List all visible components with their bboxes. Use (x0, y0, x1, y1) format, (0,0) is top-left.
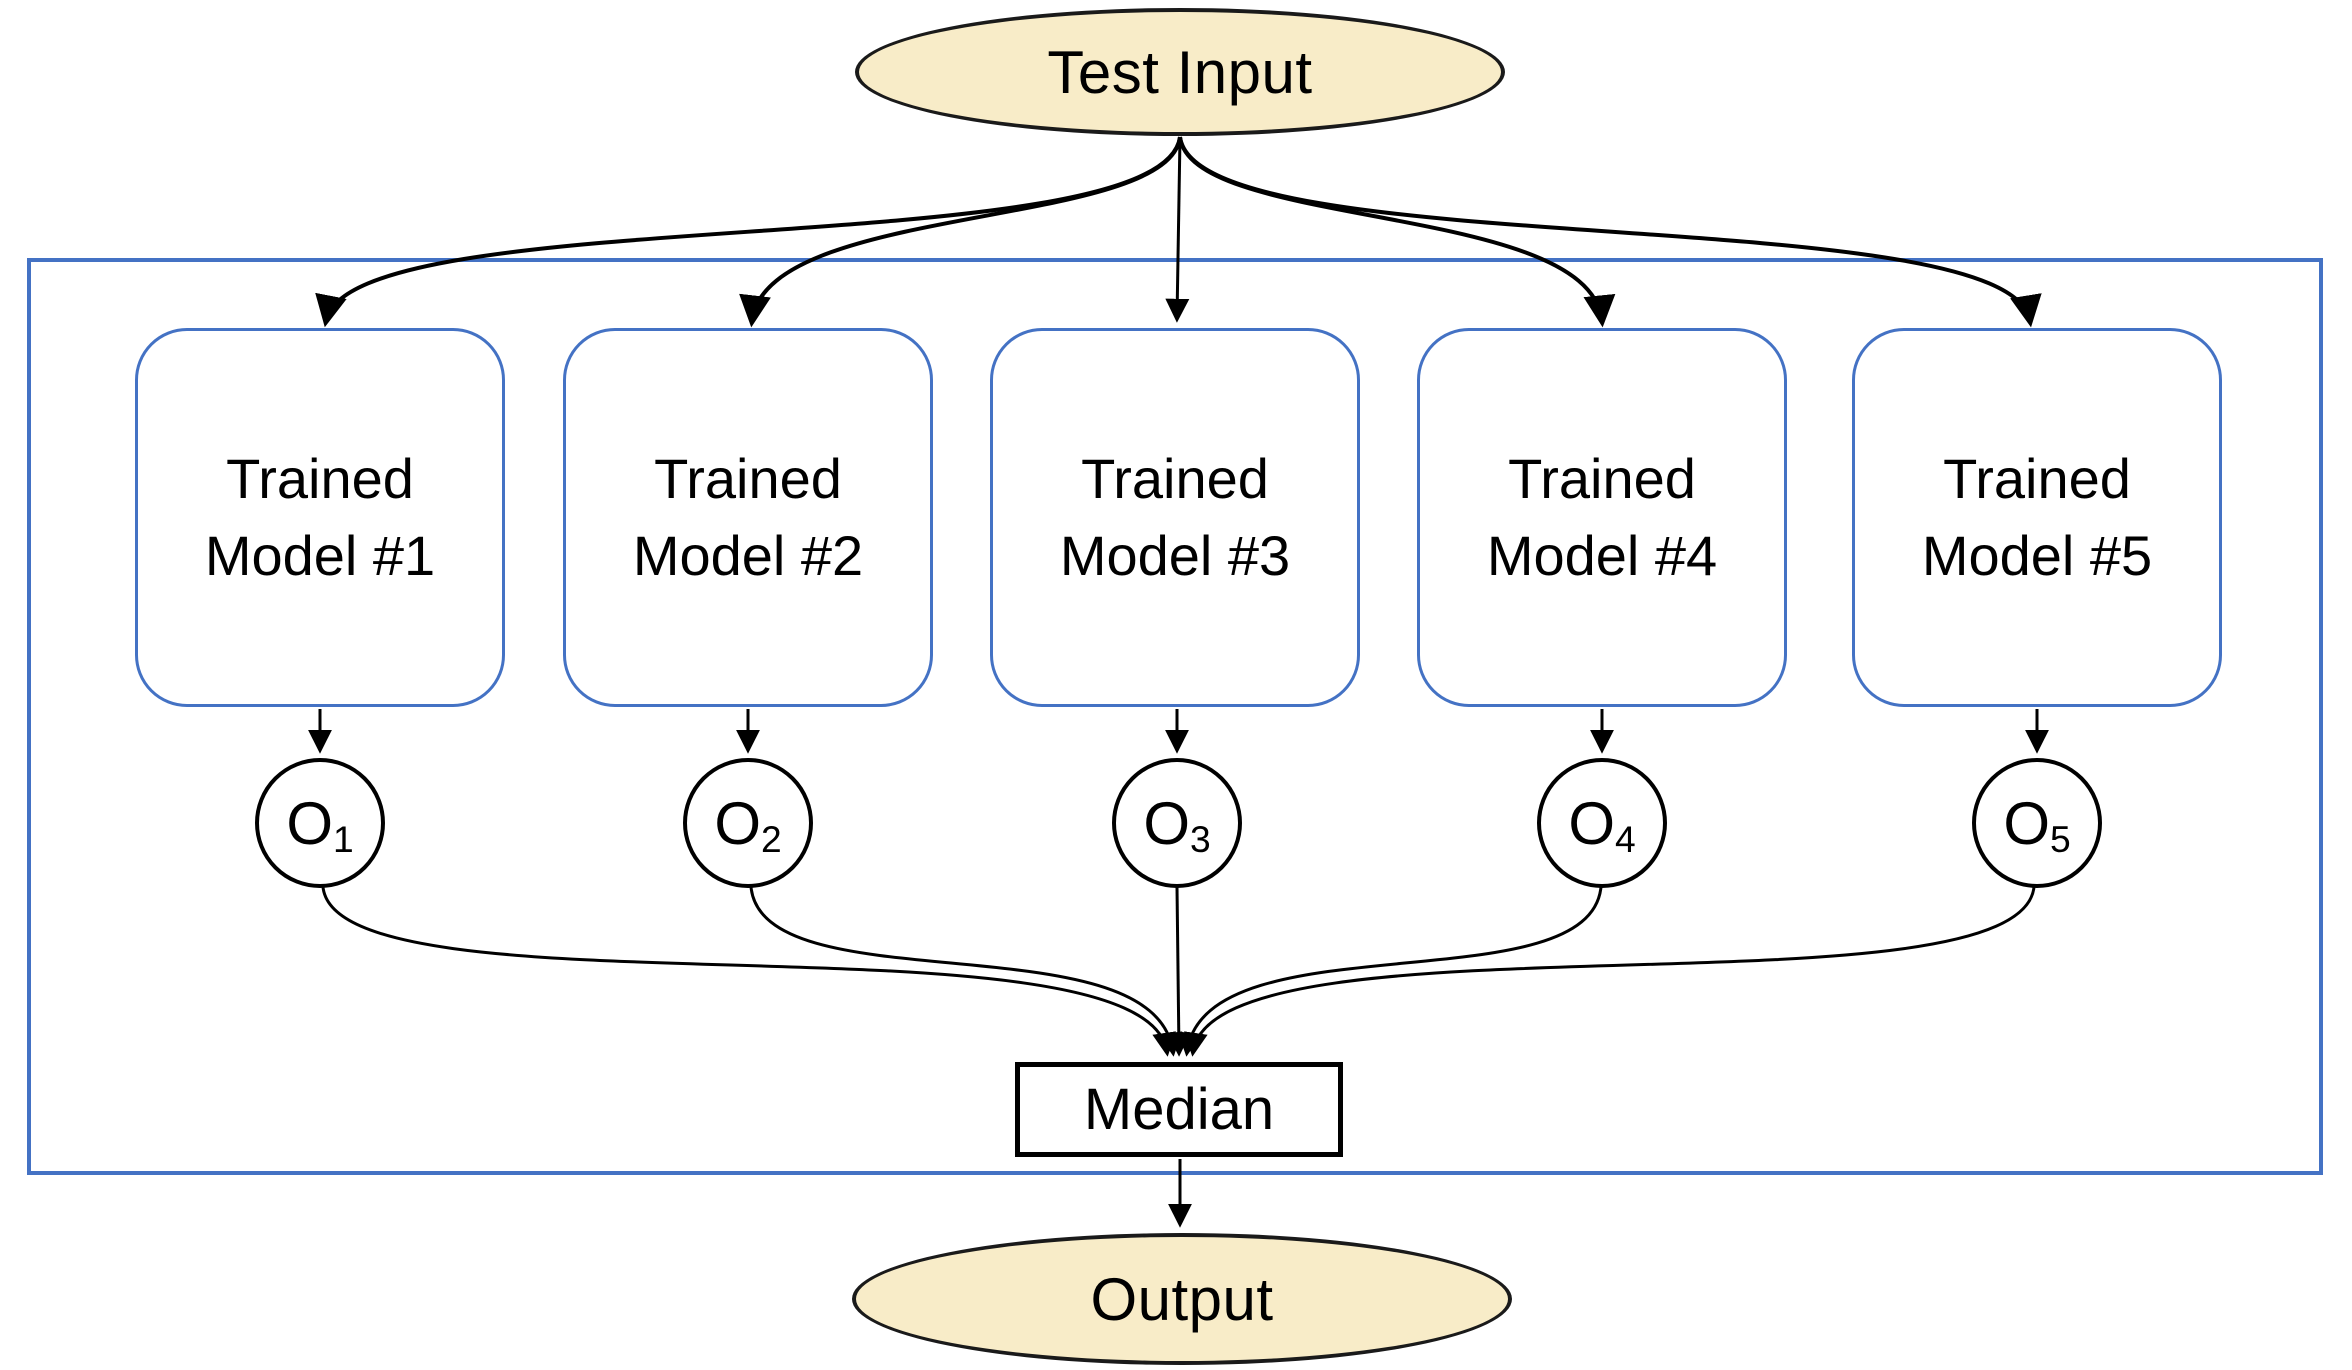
median-node: Median (1015, 1062, 1343, 1157)
output-label: Output (1090, 1265, 1274, 1333)
model-output-circle-3: O3 (1112, 758, 1242, 888)
output-circle-label-3: O3 (1143, 789, 1211, 860)
output-node: Output (852, 1233, 1512, 1365)
model-output-circle-1: O1 (255, 758, 385, 888)
model-output-circle-5: O5 (1972, 758, 2102, 888)
output-circle-label-1: O1 (286, 789, 354, 860)
output-circle-label-4: O4 (1568, 789, 1636, 860)
test-input-label: Test Input (1047, 38, 1313, 106)
output-circle-label-5: O5 (2003, 789, 2071, 860)
edge-output-1-to-median (321, 886, 1177, 1057)
model-label-3: Trained Model #3 (1059, 447, 1291, 587)
model-node-3: Trained Model #3 (990, 328, 1360, 707)
edge-test-input-to-model-5 (1178, 136, 2042, 328)
model-output-circle-2: O2 (683, 758, 813, 888)
model-node-5: Trained Model #5 (1852, 328, 2222, 707)
ensemble-container-box (27, 258, 2323, 1175)
model-node-2: Trained Model #2 (563, 328, 933, 707)
output-circle-label-2: O2 (714, 789, 782, 860)
edge-output-4-to-median (1177, 886, 1603, 1057)
model-label-4: Trained Model #4 (1486, 447, 1718, 587)
model-node-4: Trained Model #4 (1417, 328, 1787, 707)
test-input-node: Test Input (855, 8, 1505, 136)
model-output-circle-4: O4 (1537, 758, 1667, 888)
model-node-1: Trained Model #1 (135, 328, 505, 707)
edge-test-input-to-model-4 (1178, 136, 1616, 328)
edge-output-3-to-median (1166, 886, 1191, 1057)
edge-test-input-to-model-3 (1165, 136, 1190, 323)
edge-output-5-to-median (1183, 886, 2036, 1057)
edge-test-input-to-model-2 (739, 136, 1182, 328)
model-label-1: Trained Model #1 (204, 447, 436, 587)
edge-test-input-to-model-1 (315, 136, 1182, 328)
model-label-5: Trained Model #5 (1921, 447, 2153, 587)
model-label-2: Trained Model #2 (632, 447, 864, 587)
median-label: Median (1083, 1077, 1275, 1142)
edge-output-2-to-median (749, 886, 1183, 1057)
